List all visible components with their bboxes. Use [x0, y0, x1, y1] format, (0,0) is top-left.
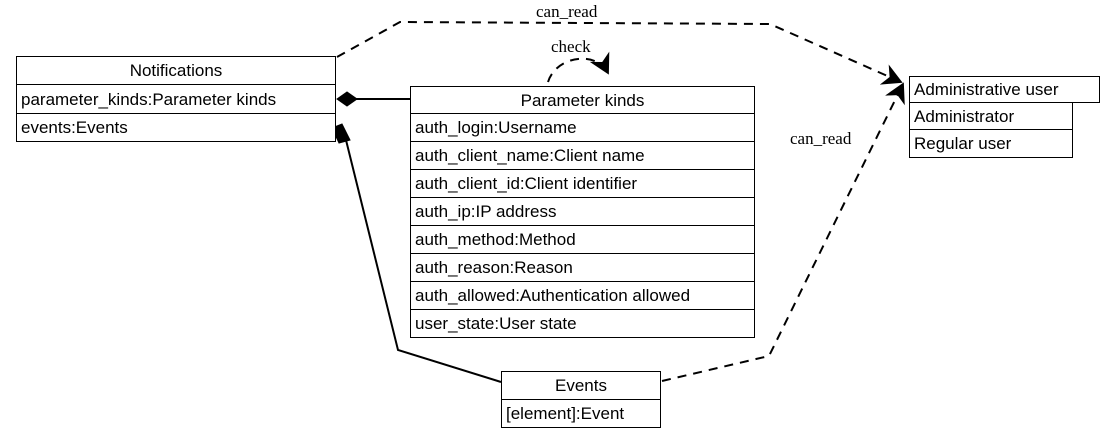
- edge-label-can-read-top: can_read: [536, 2, 598, 21]
- class-attribute-auth-reason: auth_reason:Reason: [410, 254, 755, 282]
- class-attribute-auth-method: auth_method:Method: [410, 226, 755, 254]
- class-attribute-regular-user: Regular user: [909, 130, 1073, 158]
- class-box-administrative-user[interactable]: Administrative user Administrator Regula…: [909, 76, 1100, 158]
- edge-can-read-top: [336, 20, 903, 85]
- class-attribute-events: events:Events: [16, 114, 336, 142]
- class-attribute-parameter-kinds: parameter_kinds:Parameter kinds: [16, 85, 336, 114]
- edge-label-check: check: [551, 37, 591, 56]
- edge-check-self-loop: [547, 51, 610, 83]
- class-attribute-auth-login: auth_login:Username: [410, 114, 755, 142]
- class-box-notifications[interactable]: Notifications parameter_kinds:Parameter …: [16, 56, 336, 142]
- class-attribute-auth-allowed: auth_allowed:Authentication allowed: [410, 282, 755, 310]
- class-box-parameter-kinds[interactable]: Parameter kinds auth_login:Username auth…: [410, 86, 755, 338]
- class-attribute-auth-client-id: auth_client_id:Client identifier: [410, 170, 755, 198]
- class-box-events[interactable]: Events [element]:Event: [501, 371, 661, 428]
- class-attribute-auth-ip: auth_ip:IP address: [410, 198, 755, 226]
- class-title-administrative-user: Administrative user: [909, 76, 1100, 103]
- class-title-notifications: Notifications: [16, 56, 336, 85]
- edge-label-can-read-bottom: can_read: [790, 129, 852, 148]
- class-attribute-element-event: [element]:Event: [501, 400, 661, 428]
- class-attribute-administrator: Administrator: [909, 103, 1073, 130]
- class-attribute-auth-client-name: auth_client_name:Client name: [410, 142, 755, 170]
- class-title-parameter-kinds: Parameter kinds: [410, 86, 755, 114]
- composition-diamond-parameter-kinds: [336, 91, 358, 107]
- class-attribute-user-state: user_state:User state: [410, 310, 755, 338]
- class-title-events: Events: [501, 371, 661, 400]
